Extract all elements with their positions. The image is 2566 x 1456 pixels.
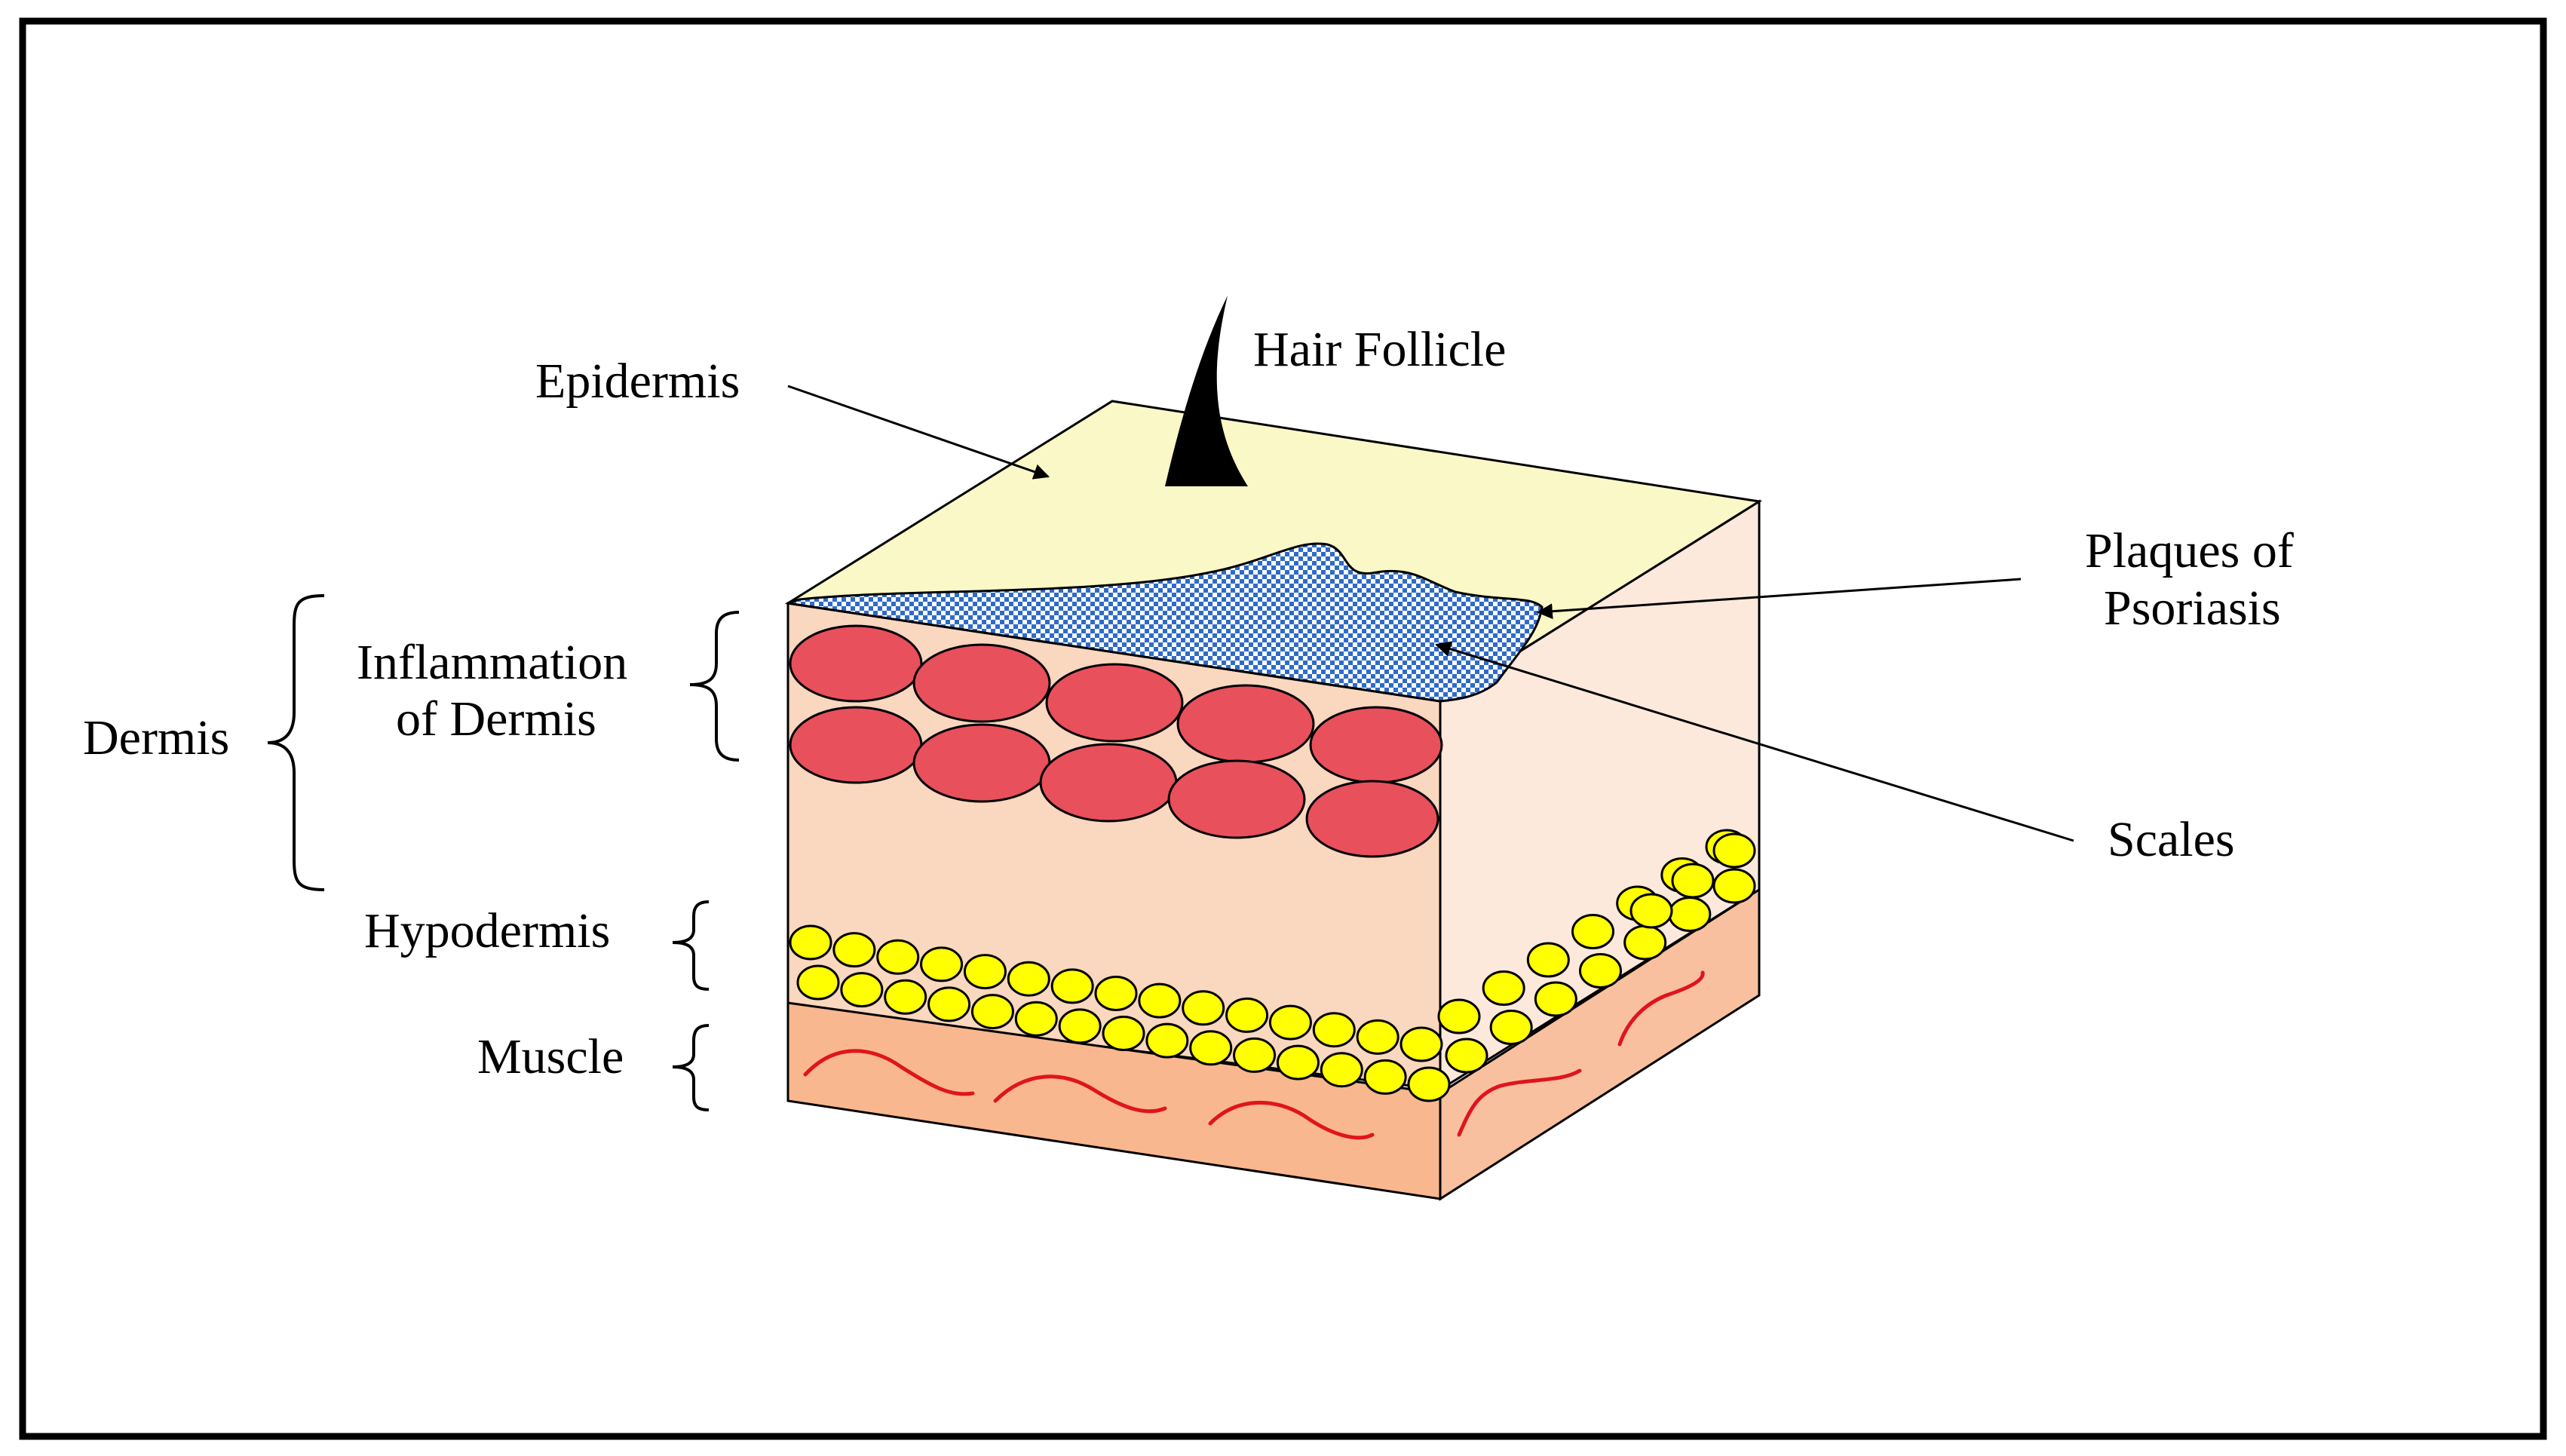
- fat-cell: [1363, 1059, 1407, 1095]
- fat-cell: [1138, 982, 1182, 1019]
- fat-cell: [1014, 1001, 1058, 1037]
- fat-cell: [1712, 868, 1756, 904]
- inflamed-cell: [1039, 743, 1178, 823]
- scales-pointer: [1434, 641, 2074, 842]
- muscle-fiber: [803, 1049, 975, 1096]
- inflamed-cell: [912, 643, 1051, 723]
- fat-cell: [1320, 1052, 1363, 1088]
- fat-cell: [1712, 832, 1756, 869]
- fat-cell: [1526, 942, 1570, 978]
- inflamed-cell: [1305, 780, 1439, 858]
- skin-block: [784, 296, 1763, 1201]
- muscle-fiber: [1457, 1068, 1582, 1137]
- inflamed-cells: [789, 624, 1443, 858]
- fat-cell: [1268, 1004, 1312, 1041]
- fat-cell: [1312, 1012, 1356, 1048]
- muscle-fiber: [1208, 1100, 1375, 1140]
- label-inflammation-line2: of Dermis: [396, 691, 596, 746]
- inflammation-brace: [689, 611, 740, 762]
- fat-cell: [1007, 961, 1050, 997]
- fat-cell: [789, 924, 832, 961]
- label-hypodermis: Hypodermis: [364, 903, 610, 958]
- fat-cell: [796, 964, 840, 1001]
- hypodermis-brace: [672, 900, 710, 991]
- fat-cell: [876, 939, 920, 975]
- fat-cell: [1437, 998, 1481, 1035]
- fat-cell: [1399, 1026, 1443, 1062]
- fat-cell: [1623, 924, 1667, 961]
- fat-cell: [1276, 1044, 1320, 1081]
- fat-cell: [1489, 1010, 1533, 1045]
- label-dermis: Dermis: [83, 710, 229, 765]
- fat-cell: [1571, 914, 1614, 949]
- inflamed-cell: [1167, 759, 1306, 839]
- inflamed-cell: [1045, 663, 1184, 743]
- hair-follicle-icon: [1165, 296, 1248, 486]
- braces: [267, 594, 740, 1111]
- fat-cell: [1579, 953, 1622, 989]
- label-epidermis: Epidermis: [535, 354, 740, 409]
- fat-cell: [1407, 1066, 1451, 1102]
- dermis-brace: [267, 594, 325, 891]
- inflamed-cell: [789, 624, 923, 703]
- muscle-brace: [672, 1024, 710, 1111]
- epidermis-pointer: [787, 385, 1050, 480]
- fat-cell: [1182, 990, 1225, 1026]
- plaques-pointer: [1536, 578, 2022, 620]
- inflamed-cell: [789, 706, 923, 784]
- fat-cell: [927, 986, 971, 1022]
- fat-cells: [789, 829, 1756, 1102]
- fat-cell: [1482, 970, 1525, 1006]
- fat-cell: [1356, 1019, 1399, 1055]
- label-muscle: Muscle: [477, 1029, 624, 1084]
- fat-cell: [1189, 1030, 1233, 1066]
- leader-lines: [787, 385, 2074, 842]
- fat-cell: [1145, 1022, 1189, 1059]
- labels: Epidermis Hair Follicle Plaques of Psori…: [83, 322, 2294, 1084]
- fat-cell: [1534, 981, 1577, 1017]
- muscle-fiber: [1617, 970, 1705, 1047]
- muscle-fibers: [803, 970, 1705, 1140]
- inflamed-cell: [912, 723, 1051, 803]
- muscle-fiber: [993, 1074, 1167, 1114]
- label-scales: Scales: [2108, 812, 2235, 867]
- inflamed-cell: [1309, 706, 1443, 784]
- label-plaques-line1: Plaques of: [2085, 523, 2294, 578]
- psoriasis-plaque: [787, 542, 1544, 703]
- label-plaques-line2: Psoriasis: [2104, 581, 2281, 636]
- fat-cell: [970, 994, 1014, 1030]
- inflamed-cell: [1176, 684, 1315, 764]
- fat-cell: [1233, 1037, 1277, 1073]
- fat-cell: [832, 932, 876, 968]
- fat-cell: [884, 979, 927, 1015]
- fat-cell: [1225, 997, 1269, 1033]
- fat-cell: [920, 946, 964, 982]
- fat-cell: [1445, 1038, 1488, 1074]
- fat-cell: [1102, 1016, 1145, 1051]
- fat-cell: [840, 972, 884, 1008]
- fat-cell: [1629, 893, 1673, 929]
- label-hair-follicle: Hair Follicle: [1253, 322, 1506, 377]
- label-inflammation-line1: Inflammation: [357, 635, 627, 690]
- fat-cell: [1094, 976, 1138, 1011]
- fat-cell: [963, 954, 1007, 990]
- fat-cell: [1050, 968, 1094, 1004]
- fat-cell: [1058, 1008, 1102, 1044]
- fat-cell: [1671, 863, 1715, 899]
- fat-cell: [1668, 897, 1712, 932]
